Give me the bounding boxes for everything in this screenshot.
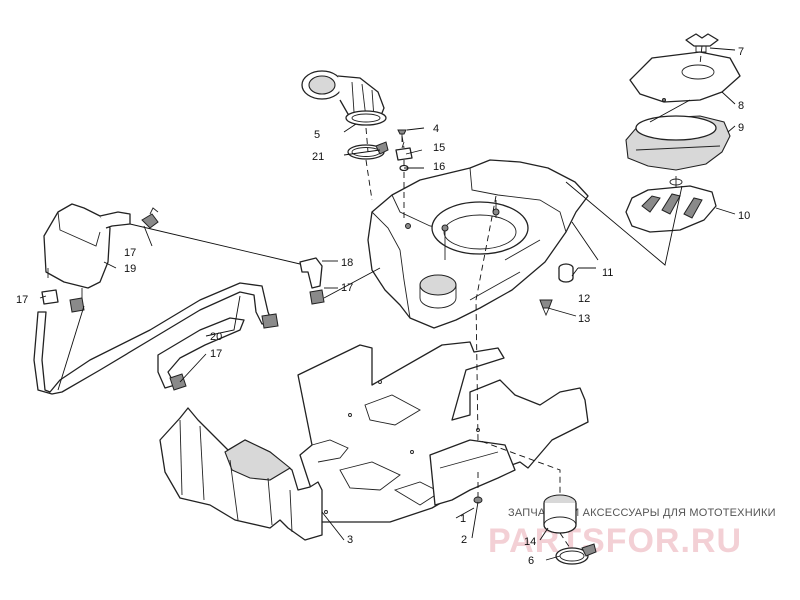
clip-13 [539,299,553,317]
callout-6: 6 [528,555,534,567]
callout-19: 19 [124,263,136,275]
clamp-17-a [141,207,159,229]
callout-17-b: 17 [16,294,28,306]
callout-17-d: 17 [210,348,222,360]
callout-20: 20 [210,331,222,343]
callout-2: 2 [461,534,467,546]
air-filter-9 [625,115,731,171]
outlet-boot-14 [543,494,577,534]
callout-5: 5 [314,129,320,141]
bracket-15 [395,141,413,161]
filter-cage-10 [625,176,717,233]
callout-17-c: 17 [341,282,353,294]
leader-lines [39,47,736,561]
callout-18: 18 [341,257,353,269]
floor-side-shield [429,439,516,506]
clamp-17-e [309,289,325,305]
elbow-fitting-18 [299,257,323,289]
clamp-17-d [169,373,187,391]
intake-boot [301,70,387,126]
assembly-lines [365,45,703,549]
grommet-12 [558,263,574,283]
wing-nut-7 [685,33,719,53]
callout-10: 10 [738,210,750,222]
lower-shield [159,407,328,541]
clamp-17-c [261,313,279,329]
callout-8: 8 [738,100,744,112]
callout-17-a: 17 [124,247,136,259]
callout-4: 4 [433,123,439,135]
cover-plate-8 [629,51,741,103]
callout-3: 3 [347,534,353,546]
callout-13: 13 [578,313,590,325]
callout-21: 21 [312,151,324,163]
callout-12: 12 [578,293,590,305]
airbox-housing [367,159,589,329]
callout-14: 14 [524,536,536,548]
callout-11: 11 [602,267,613,279]
breather-hoses [33,282,273,395]
callout-16: 16 [433,161,445,173]
clamp-17-b [41,289,85,313]
hose-clamp-6 [555,543,597,565]
watermark-logo: PARTSFOR.RU [488,522,742,560]
callout-15: 15 [433,142,445,154]
callout-labels: 1 2 3 4 5 6 7 8 9 10 11 12 13 14 15 16 1… [16,46,750,567]
callout-9: 9 [738,122,744,134]
callout-1: 1 [460,513,466,525]
breather-reservoir [43,203,131,298]
callout-7: 7 [738,46,744,58]
